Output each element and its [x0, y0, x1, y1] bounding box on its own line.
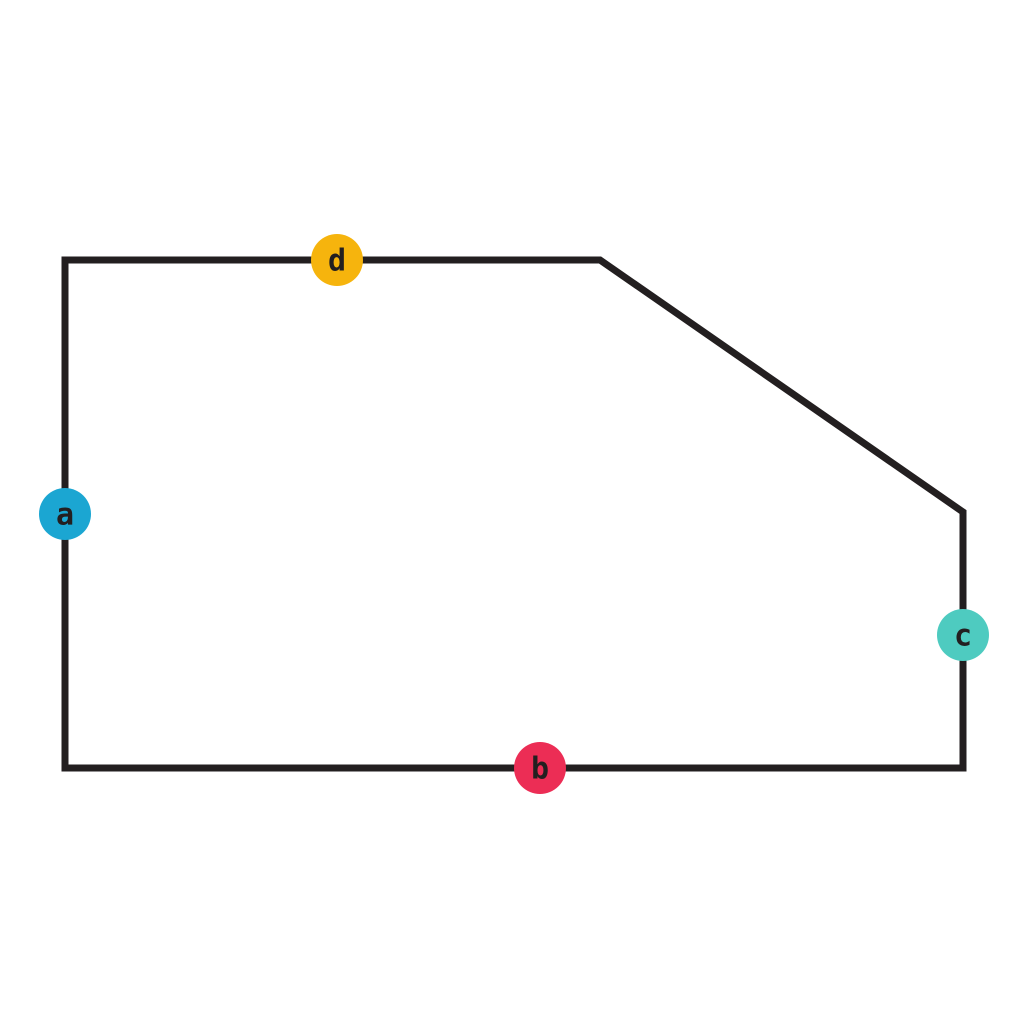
edge-label-a: a: [39, 488, 91, 540]
edge-label-d: d: [311, 234, 363, 286]
edge-label-d-text: d: [328, 244, 346, 279]
edge-label-a-marker: [39, 488, 91, 540]
edge-label-c: c: [937, 609, 989, 661]
edge-label-c-marker: [937, 609, 989, 661]
edge-label-d-marker: [311, 234, 363, 286]
pentagon-outline: [61, 256, 967, 772]
edge-label-c-text: c: [954, 619, 972, 654]
edge-label-a-text: a: [56, 498, 74, 533]
edge-label-b-marker: [514, 742, 566, 794]
edge-label-b-text: b: [531, 752, 549, 787]
edge-label-b: b: [514, 742, 566, 794]
